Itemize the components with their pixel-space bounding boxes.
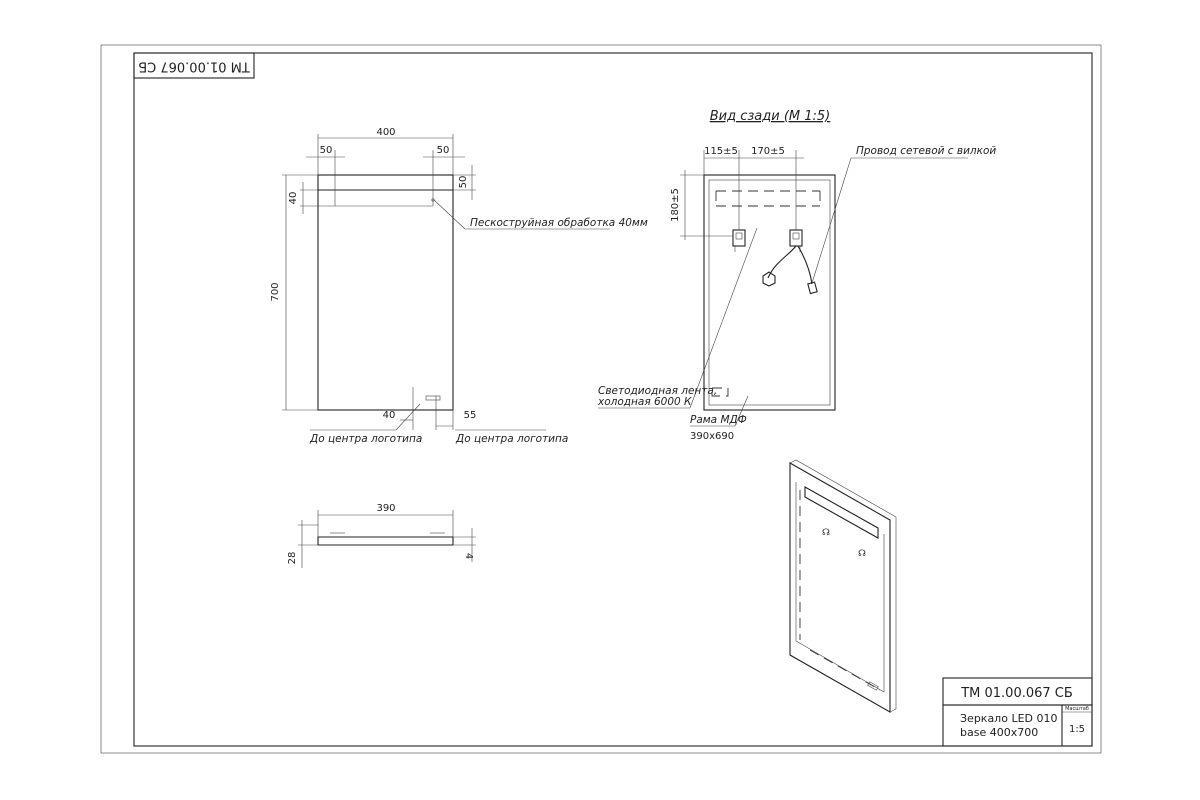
code-stamp-rotated: ТМ 01.00.067 СБ bbox=[138, 59, 251, 74]
title-block-scale-label: Масштаб bbox=[1065, 706, 1089, 712]
hanger-left bbox=[732, 229, 746, 252]
back-view-title: Вид сзади (М 1:5) bbox=[710, 109, 831, 124]
power-cord bbox=[767, 245, 797, 279]
power-plug bbox=[807, 281, 818, 295]
logo-offset-right-dim: 55 bbox=[464, 410, 477, 421]
front-band-left-dim: 40 bbox=[288, 192, 299, 205]
front-mirror-outline bbox=[317, 174, 454, 411]
title-block-scale-value: 1:5 bbox=[1069, 724, 1085, 735]
front-margin-right-dim: 50 bbox=[437, 145, 450, 156]
title-block-name-2: base 400x700 bbox=[960, 726, 1038, 739]
back-dim-left: 115±5 bbox=[704, 146, 738, 157]
front-view: 400 50 50 50 40 700 40 55 До центра лого… bbox=[270, 127, 648, 445]
title-block-code: ТМ 01.00.067 СБ bbox=[960, 686, 1073, 701]
side-view: 390 28 4 bbox=[287, 503, 476, 568]
logo-mark bbox=[425, 395, 441, 401]
frame-size: 390x690 bbox=[690, 431, 734, 442]
logo-offset-left-dim: 40 bbox=[383, 410, 396, 421]
logo-note-left: До центра логотипа bbox=[309, 433, 422, 445]
title-block: ТМ 01.00.067 СБ Зеркало LED 010 base 400… bbox=[942, 677, 1093, 747]
front-margin-left-dim: 50 bbox=[320, 145, 333, 156]
inner-frame bbox=[133, 52, 1093, 747]
hanger-right bbox=[789, 229, 803, 252]
logo-note-right: До центра логотипа bbox=[455, 433, 568, 445]
front-width-dim: 400 bbox=[376, 127, 395, 138]
title-block-name-1: Зеркало LED 010 bbox=[960, 712, 1058, 725]
isometric-view: ☊ ☊ bbox=[789, 459, 897, 713]
cable-note: Провод сетевой с вилкой bbox=[856, 145, 996, 157]
front-band-right-dim: 50 bbox=[458, 176, 469, 189]
back-outer-outline bbox=[703, 174, 836, 411]
side-width-dim: 390 bbox=[376, 503, 395, 514]
back-view: Вид сзади (М 1:5) 115±5 170±5 bbox=[597, 109, 996, 442]
front-height-dim: 700 bbox=[270, 282, 281, 301]
led-note-line1: Светодиодная лента, bbox=[598, 385, 717, 397]
back-dim-top: 180±5 bbox=[670, 188, 681, 222]
iso-hanger-left-mark: ☊ bbox=[822, 528, 830, 538]
back-frame-inner bbox=[708, 179, 831, 406]
back-dim-between: 170±5 bbox=[751, 146, 785, 157]
side-thickness-total-dim: 28 bbox=[287, 552, 298, 565]
outer-frame bbox=[100, 44, 1102, 754]
sandblast-note: Пескоструйная обработка 40мм bbox=[470, 217, 648, 229]
led-note-line2: холодная 6000 К bbox=[597, 396, 692, 408]
iso-led-strip bbox=[804, 486, 879, 539]
frame-note: Рама МДФ bbox=[690, 414, 747, 426]
code-stamp-box bbox=[133, 52, 255, 79]
side-thickness-glass-dim: 4 bbox=[463, 553, 474, 559]
iso-hanger-right-mark: ☊ bbox=[858, 549, 866, 559]
